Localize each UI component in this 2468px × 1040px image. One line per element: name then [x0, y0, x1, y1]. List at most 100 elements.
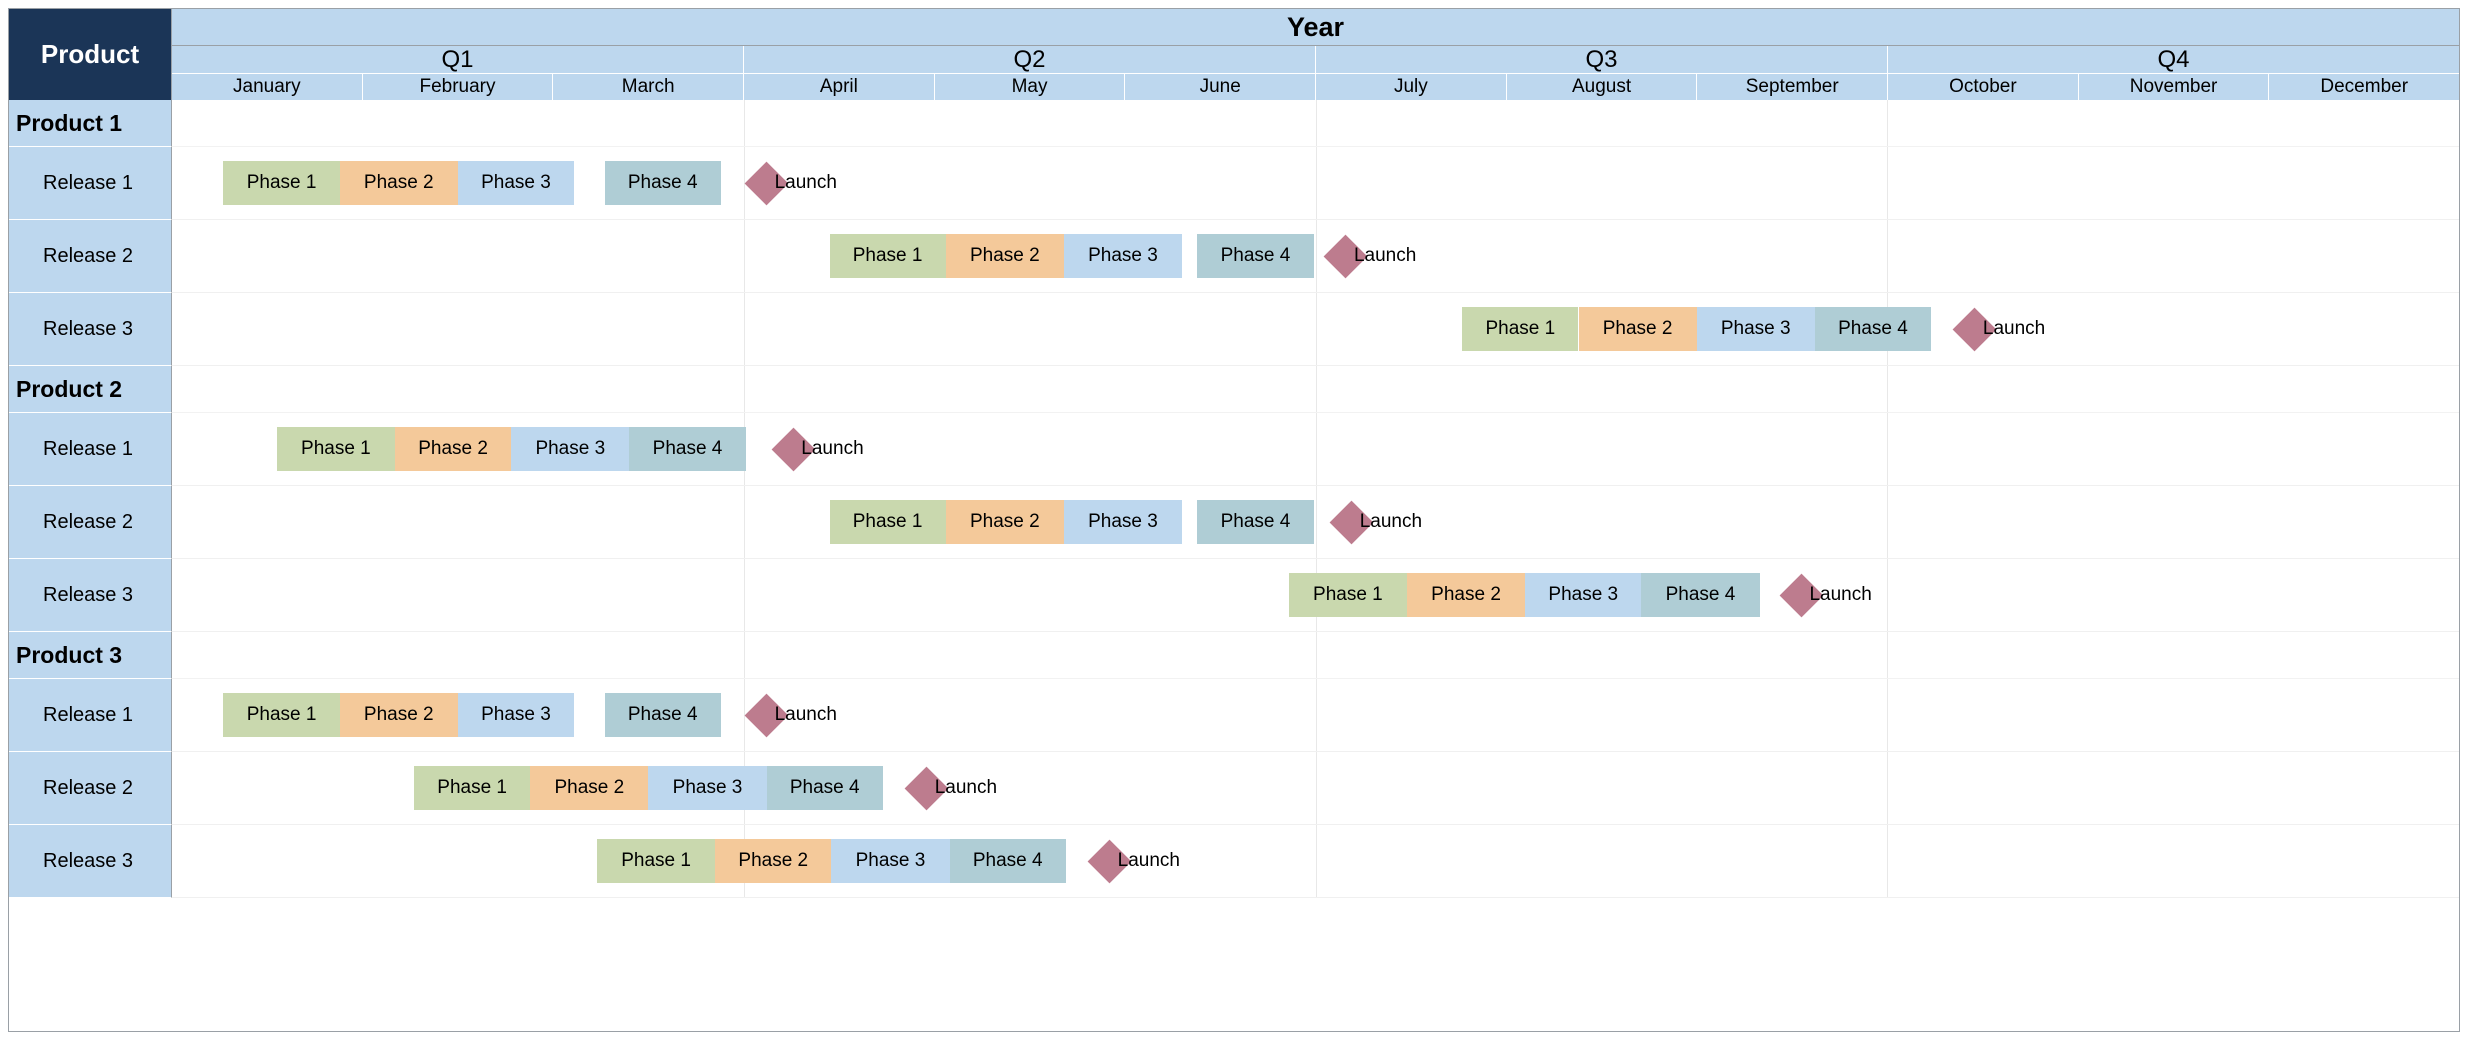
product-row: Product 1	[9, 100, 2459, 147]
product-name-1[interactable]: Product 1	[9, 100, 172, 147]
quarter-separator	[1315, 679, 1317, 751]
phase-bar-4[interactable]: Phase 4	[1197, 500, 1314, 544]
launch-milestone-label: Launch	[1353, 245, 1417, 266]
quarter-separator	[1887, 632, 1889, 678]
phase-bar-2[interactable]: Phase 2	[1578, 307, 1697, 351]
month-header-november: November	[2079, 74, 2270, 100]
month-header-february: February	[363, 74, 554, 100]
quarter-separator	[1315, 293, 1317, 365]
quarter-separator	[1887, 486, 1889, 558]
phase-bar-1[interactable]: Phase 1	[276, 427, 395, 471]
month-header-january: January	[172, 74, 363, 100]
quarter-separator	[1887, 366, 1889, 412]
quarter-separator	[1315, 632, 1317, 678]
quarter-separator	[1887, 825, 1889, 897]
phase-bar-2[interactable]: Phase 2	[715, 839, 832, 883]
phase-bar-1[interactable]: Phase 1	[829, 500, 946, 544]
phase-bar-4[interactable]: Phase 4	[604, 161, 721, 205]
phase-bar-1[interactable]: Phase 1	[223, 693, 340, 737]
quarter-header-q3: Q3	[1316, 46, 1888, 73]
phase-bar-4[interactable]: Phase 4	[1197, 234, 1314, 278]
product-column-header: Product	[9, 9, 172, 100]
product-row-track	[172, 366, 2459, 413]
phase-bar-3[interactable]: Phase 3	[457, 161, 575, 205]
quarter-separator	[743, 293, 745, 365]
launch-milestone-label: Launch	[1359, 511, 1423, 532]
phase-bar-3[interactable]: Phase 3	[831, 839, 950, 883]
release-name-p1-r3[interactable]: Release 3	[9, 293, 172, 366]
month-header-august: August	[1507, 74, 1698, 100]
launch-milestone-label: Launch	[1982, 318, 2046, 339]
phase-bar-1[interactable]: Phase 1	[597, 839, 716, 883]
phase-bar-2[interactable]: Phase 2	[394, 427, 512, 471]
phase-bar-1[interactable]: Phase 1	[1462, 307, 1579, 351]
quarter-separator	[743, 486, 745, 558]
phase-bar-3[interactable]: Phase 3	[648, 766, 767, 810]
month-header-april: April	[744, 74, 935, 100]
product-name-2[interactable]: Product 2	[9, 366, 172, 413]
release-name-p3-r2[interactable]: Release 2	[9, 752, 172, 825]
quarter-separator	[743, 632, 745, 678]
phase-bar-3[interactable]: Phase 3	[1696, 307, 1815, 351]
release-name-p1-r2[interactable]: Release 2	[9, 220, 172, 293]
quarter-separator	[743, 220, 745, 292]
year-header: Year	[172, 9, 2459, 46]
release-name-p3-r3[interactable]: Release 3	[9, 825, 172, 898]
quarter-separator	[1315, 752, 1317, 824]
product-name-3[interactable]: Product 3	[9, 632, 172, 679]
release-name-p2-r1[interactable]: Release 1	[9, 413, 172, 486]
release-name-p3-r1[interactable]: Release 1	[9, 679, 172, 752]
release-name-p2-r2[interactable]: Release 2	[9, 486, 172, 559]
phase-bar-2[interactable]: Phase 2	[339, 693, 458, 737]
phase-bar-2[interactable]: Phase 2	[945, 234, 1064, 278]
phase-bar-3[interactable]: Phase 3	[1063, 234, 1183, 278]
month-header-june: June	[1125, 74, 1317, 100]
phase-bar-4[interactable]: Phase 4	[1641, 573, 1760, 617]
phase-bar-4[interactable]: Phase 4	[604, 693, 721, 737]
month-header-september: September	[1697, 74, 1889, 100]
phase-bar-1[interactable]: Phase 1	[1288, 573, 1407, 617]
month-header-march: March	[553, 74, 745, 100]
phase-bar-2[interactable]: Phase 2	[530, 766, 649, 810]
phase-bar-4[interactable]: Phase 4	[629, 427, 746, 471]
phase-bar-1[interactable]: Phase 1	[829, 234, 946, 278]
phase-bar-2[interactable]: Phase 2	[1406, 573, 1526, 617]
launch-milestone-label: Launch	[774, 704, 837, 725]
quarter-separator	[1887, 147, 1889, 219]
quarter-separator	[1315, 413, 1317, 485]
quarter-separator	[1887, 220, 1889, 292]
phase-bar-1[interactable]: Phase 1	[223, 161, 340, 205]
release-name-p2-r3[interactable]: Release 3	[9, 559, 172, 632]
release-name-p1-r1[interactable]: Release 1	[9, 147, 172, 220]
quarter-separator	[743, 679, 745, 751]
phase-bar-4[interactable]: Phase 4	[949, 839, 1066, 883]
phase-bar-3[interactable]: Phase 3	[511, 427, 630, 471]
phase-bar-3[interactable]: Phase 3	[1063, 500, 1183, 544]
phase-bar-4[interactable]: Phase 4	[766, 766, 883, 810]
phase-bar-3[interactable]: Phase 3	[1525, 573, 1642, 617]
quarter-separator	[1315, 147, 1317, 219]
quarter-header-q1: Q1	[172, 46, 744, 73]
quarter-separator	[1887, 752, 1889, 824]
phase-bar-4[interactable]: Phase 4	[1814, 307, 1932, 351]
phase-bar-1[interactable]: Phase 1	[414, 766, 531, 810]
phase-bar-3[interactable]: Phase 3	[457, 693, 575, 737]
quarter-header-q4: Q4	[2157, 45, 2190, 73]
month-header-july: July	[1316, 74, 1507, 100]
phase-bar-2[interactable]: Phase 2	[339, 161, 458, 205]
phase-bar-2[interactable]: Phase 2	[945, 500, 1064, 544]
